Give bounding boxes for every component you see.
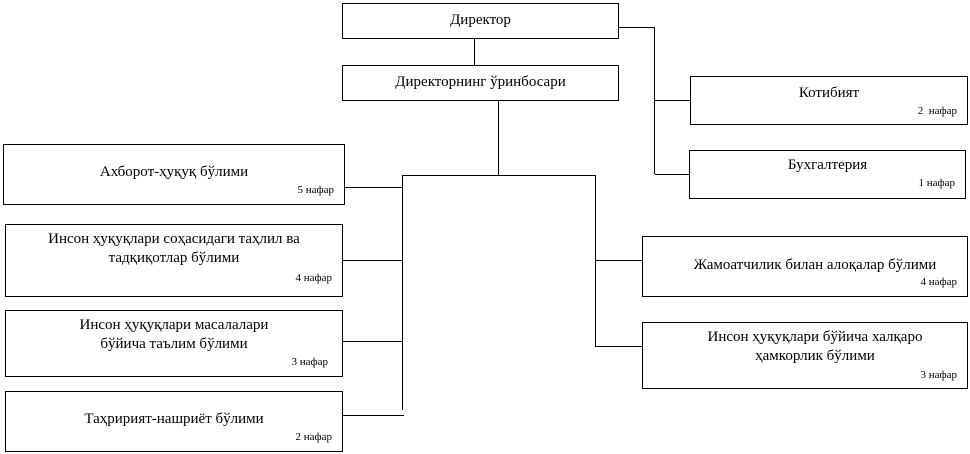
unit-name: Бухгалтерия — [787, 157, 868, 173]
connector — [595, 346, 642, 347]
unit-name: Котибият — [798, 85, 860, 101]
unit-staff: 2 нафар — [917, 105, 957, 117]
director-box: Директор — [342, 3, 619, 39]
connector — [474, 38, 475, 65]
unit-name: Ахборот-ҳуқуқ бўлими — [99, 164, 249, 180]
unit-staff: 5 нафар — [297, 184, 334, 196]
unit-analysis-research: Инсон ҳуқуқлари соҳасидаги таҳлил ва тад… — [5, 224, 343, 297]
unit-secretariat: Котибият 2 нафар — [690, 76, 968, 125]
deputy-label: Директорнинг ўринбосари — [395, 74, 566, 90]
connector — [655, 174, 690, 175]
unit-education: Инсон ҳуқуқлари масалалари бўйича таълим… — [5, 310, 343, 377]
unit-name: Инсон ҳуқуқлари бўйича халқаро ҳамкорлик… — [707, 329, 923, 364]
unit-name: Жамоатчилик билан алоқалар бўлими — [693, 257, 937, 273]
unit-staff: 4 нафар — [920, 276, 957, 288]
unit-name: Инсон ҳуқуқлари масалалари бўйича таълим… — [79, 317, 269, 352]
unit-staff: 1 нафар — [918, 177, 955, 189]
unit-public-relations: Жамоатчилик билан алоқалар бўлими 4 нафа… — [642, 236, 968, 297]
unit-staff: 2 нафар — [295, 431, 332, 443]
unit-staff: 3 нафар — [291, 356, 328, 368]
connector — [402, 175, 595, 176]
unit-name: Таҳририят-нашриёт бўлими — [84, 411, 264, 427]
connector — [618, 27, 654, 28]
unit-name: Инсон ҳуқуқлари соҳасидаги таҳлил ва тад… — [48, 231, 300, 266]
connector — [342, 260, 402, 261]
connector — [342, 415, 404, 416]
deputy-box: Директорнинг ўринбосари — [342, 65, 619, 101]
connector — [342, 341, 402, 342]
connector — [344, 187, 402, 188]
unit-publishing: Таҳририят-нашриёт бўлими 2 нафар — [5, 391, 343, 452]
connector — [595, 175, 596, 347]
connector — [498, 100, 499, 175]
unit-international: Инсон ҳуқуқлари бўйича халқаро ҳамкорлик… — [642, 322, 968, 389]
director-label: Директор — [450, 12, 511, 28]
connector — [654, 100, 690, 101]
connector — [595, 260, 642, 261]
unit-staff: 4 нафар — [295, 272, 332, 284]
unit-accounting: Бухгалтерия 1 нафар — [689, 150, 966, 199]
unit-info-legal: Ахборот-ҳуқуқ бўлими 5 нафар — [3, 144, 345, 205]
connector — [402, 175, 403, 410]
unit-staff: 3 нафар — [920, 369, 957, 381]
